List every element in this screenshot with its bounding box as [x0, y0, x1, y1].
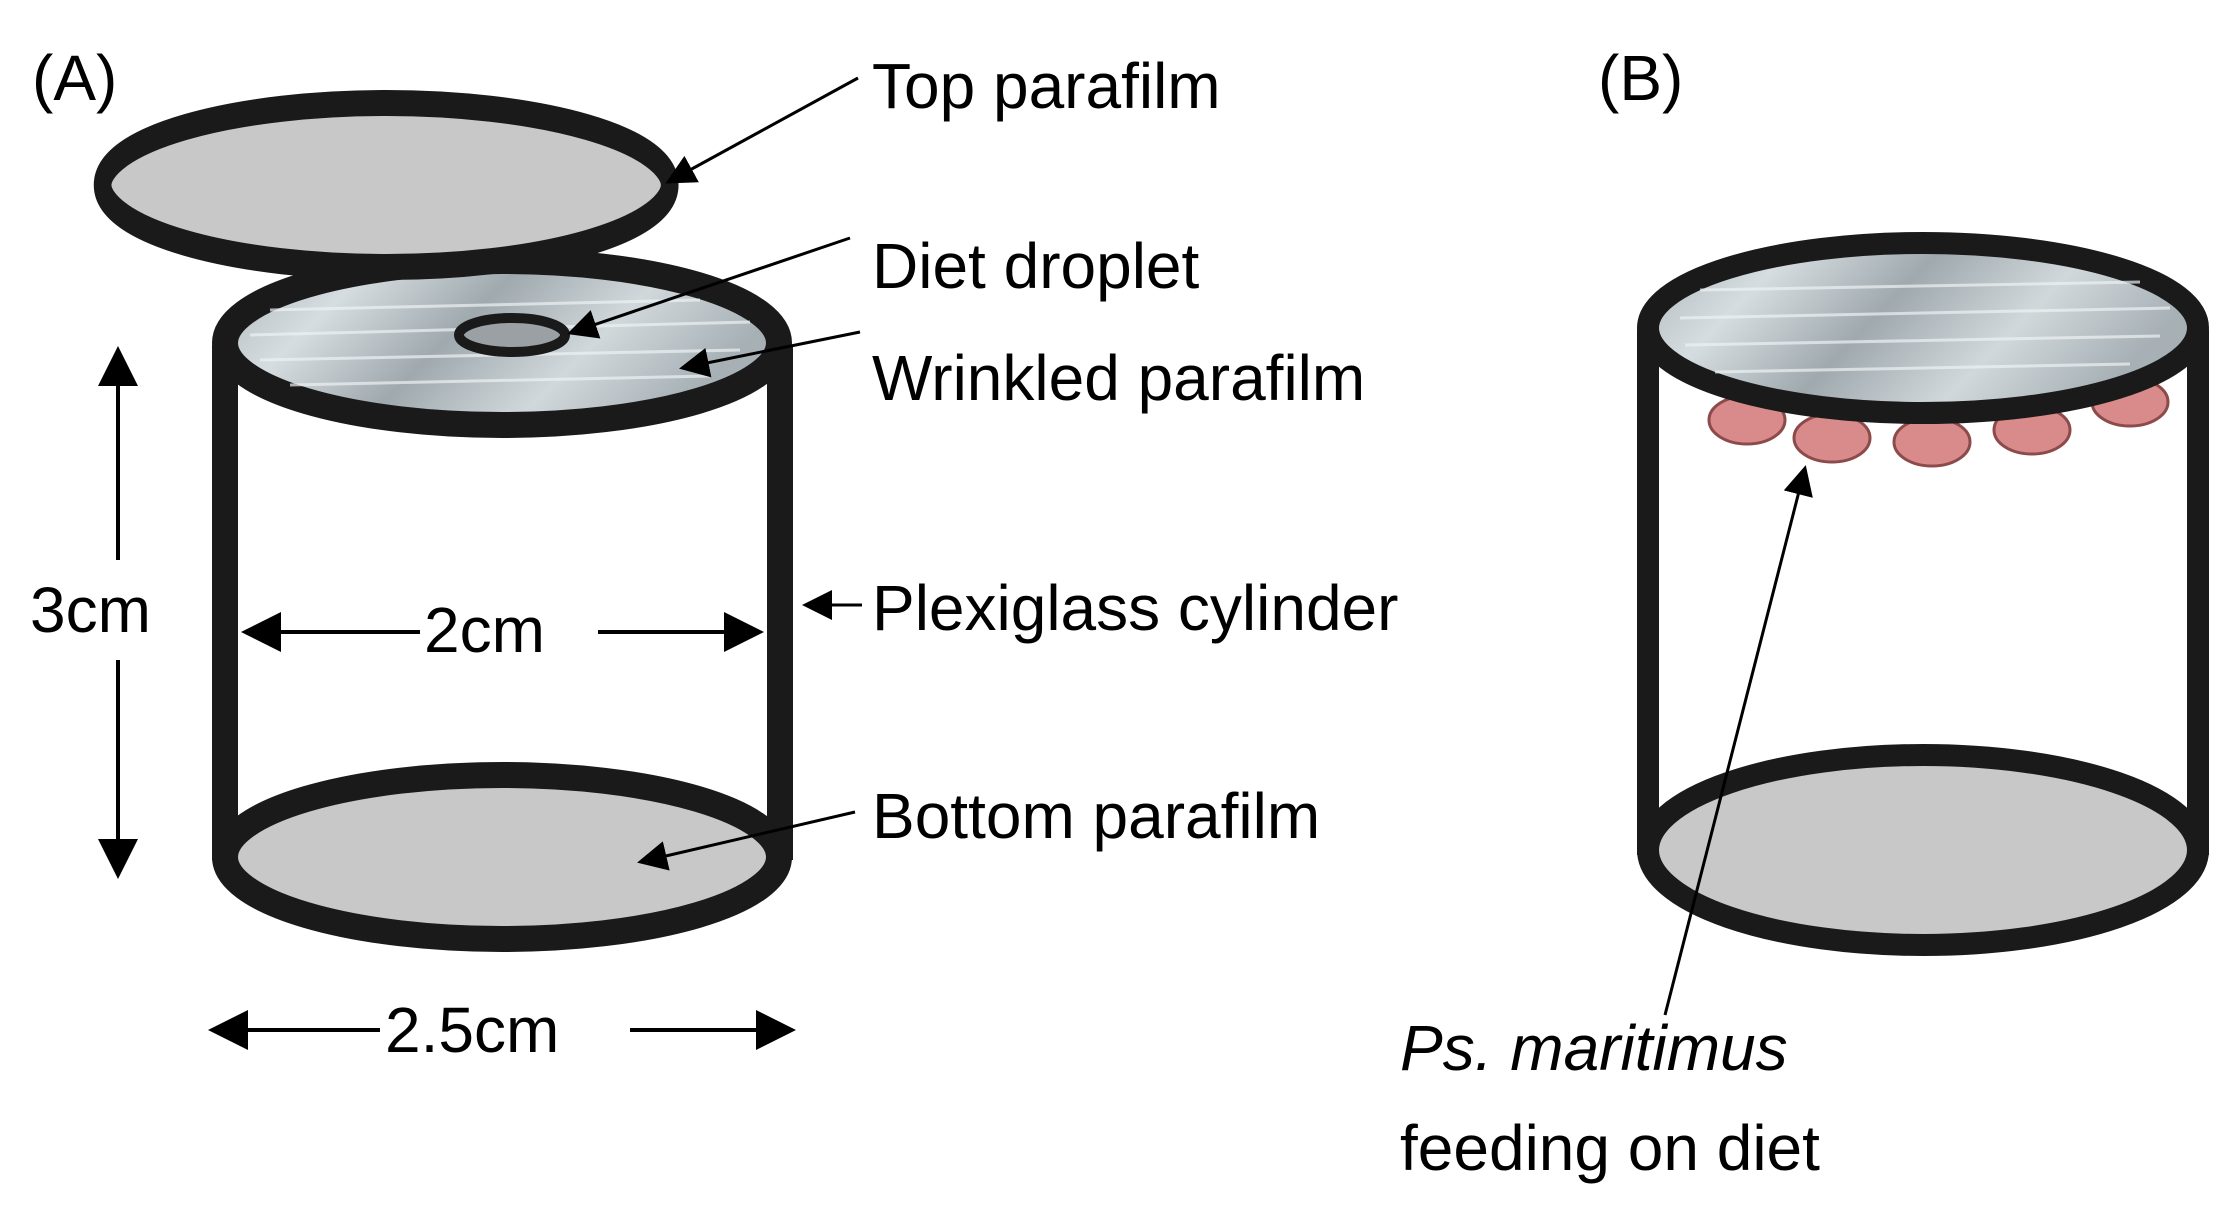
- top-parafilm-arrow: [665, 76, 859, 184]
- inner-diameter-label: 2cm: [424, 594, 545, 666]
- cylinder-b-bottom-parafilm: [1637, 744, 2209, 956]
- feeding-caption: feeding on diet: [1400, 1112, 1820, 1184]
- wrinkle-texture-b: [1679, 280, 2171, 374]
- diet-droplet: [454, 313, 570, 357]
- panel-a: (A) Top parafilm Diet droplet Wrinkled p…: [30, 42, 1398, 1066]
- bottom-parafilm-arrow: [637, 810, 856, 871]
- top-parafilm-disc: [93, 90, 679, 280]
- panel-b-label: (B): [1598, 42, 1683, 114]
- wrinkled-parafilm-arrow: [679, 330, 861, 378]
- cylinder-b-top-parafilm: [1637, 232, 2209, 424]
- wrinkled-parafilm-label: Wrinkled parafilm: [872, 342, 1365, 414]
- outer-diameter-label: 2.5cm: [385, 994, 559, 1066]
- top-parafilm-label: Top parafilm: [872, 50, 1221, 122]
- species-label: Ps. maritimus: [1400, 1012, 1788, 1084]
- diet-droplet-arrow: [567, 236, 851, 339]
- diet-droplet-label: Diet droplet: [872, 230, 1200, 302]
- plexiglass-cylinder-label: Plexiglass cylinder: [872, 572, 1398, 644]
- panel-a-label: (A): [32, 42, 117, 114]
- insect: [1892, 416, 1972, 468]
- bottom-parafilm-disc: [212, 762, 792, 952]
- bottom-parafilm-label: Bottom parafilm: [872, 780, 1320, 852]
- height-dimension-label: 3cm: [30, 574, 151, 646]
- insect-arrow: [1663, 465, 1813, 1016]
- panel-b: (B) Ps. maritimus feeding on diet: [1400, 42, 2209, 1184]
